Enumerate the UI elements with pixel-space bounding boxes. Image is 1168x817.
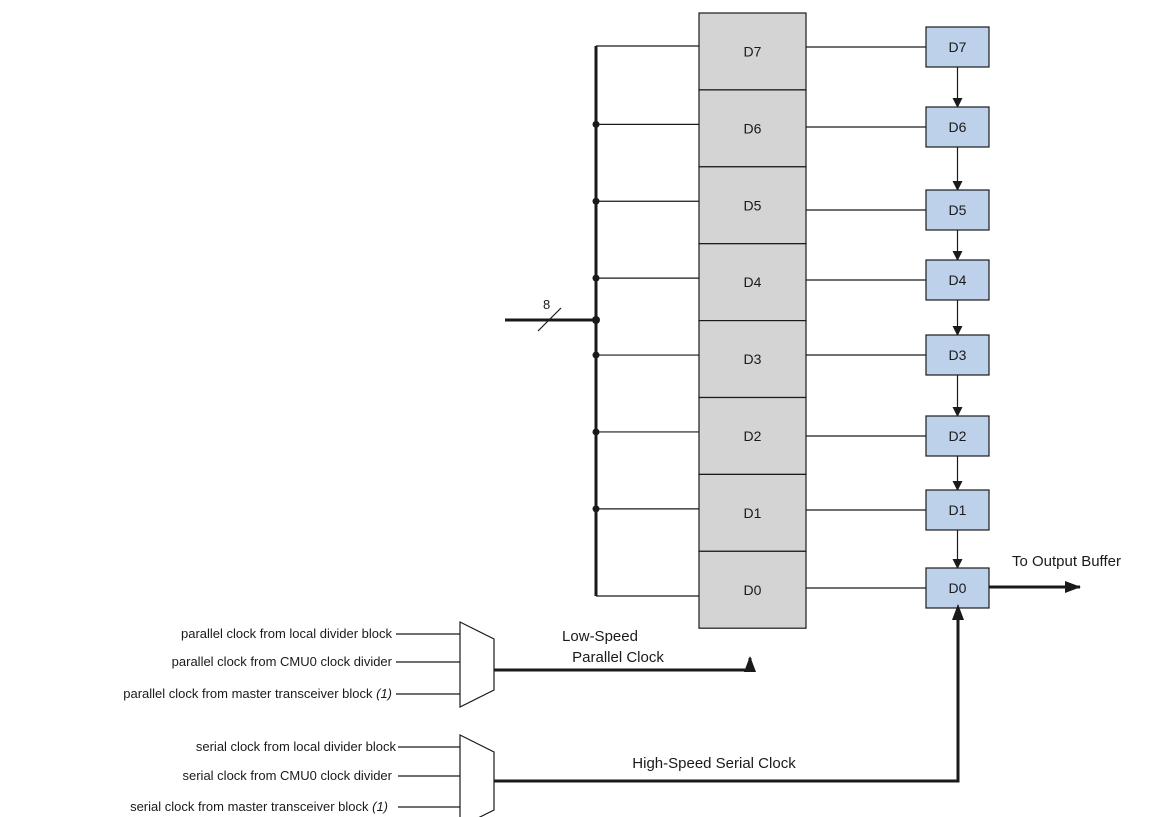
- parallel-register-label-d7: D7: [744, 43, 762, 59]
- parallel-clock-mux: [459, 621, 495, 708]
- parallel-register-label-d1: D1: [744, 505, 762, 521]
- parallel-register-label-d4: D4: [744, 274, 762, 290]
- serial-mux-input-2-label: serial clock from master transceiver blo…: [130, 799, 388, 814]
- parallel-register-cell-d0: [698, 550, 807, 629]
- parallel-mux-input-1-label: parallel clock from CMU0 clock divider: [172, 654, 393, 669]
- serial-register-label-d0: D0: [949, 580, 967, 596]
- serial-clock-mux: [459, 734, 495, 817]
- parallel-register-label-d5: D5: [744, 197, 762, 213]
- parallel-mux-input-0-label: parallel clock from local divider block: [181, 626, 392, 641]
- bus-width-label: 8: [543, 297, 550, 312]
- parallel-mux-input-2-label: parallel clock from master transceiver b…: [123, 686, 392, 701]
- parallel-register-cell-d5: [698, 166, 807, 245]
- bus-junction-dot-d3: [592, 351, 600, 359]
- parallel-register-label-d0: D0: [744, 582, 762, 598]
- serial-register-cell-d5: [925, 189, 990, 231]
- serial-register-cell-d2: [925, 415, 990, 457]
- serial-register-cell-d7: [925, 26, 990, 68]
- serial-register-cell-d1: [925, 489, 990, 531]
- bus-junction-dot-d6: [592, 120, 600, 128]
- serial-register-label-d5: D5: [949, 202, 967, 218]
- serial-register-cell-d0: [925, 567, 990, 609]
- serial-clock-label: High-Speed Serial Clock: [632, 755, 796, 772]
- bus-width-slash: [537, 307, 562, 332]
- parallel-register-cell-d7: [698, 12, 807, 91]
- parallel-register-label-d2: D2: [744, 428, 762, 444]
- bus-junction-dot-d5: [592, 197, 600, 205]
- parallel-register-label-d6: D6: [744, 120, 762, 136]
- serial-register-label-d4: D4: [949, 272, 967, 288]
- parallel-clock-label-2: Parallel Clock: [572, 649, 664, 666]
- serial-register-cell-d6: [925, 106, 990, 148]
- parallel-register-cell-d1: [698, 473, 807, 552]
- serial-register-label-d1: D1: [949, 502, 967, 518]
- output-label: To Output Buffer: [1012, 553, 1121, 570]
- bus-junction-dot: [592, 316, 600, 324]
- serial-register-label-d2: D2: [949, 428, 967, 444]
- bus-junction-dot-d4: [592, 274, 600, 282]
- parallel-register-cell-d3: [698, 320, 807, 399]
- bus-junction-dot-d2: [592, 428, 600, 436]
- serial-register-cell-d4: [925, 259, 990, 301]
- serial-register-label-d3: D3: [949, 347, 967, 363]
- serial-register-label-d7: D7: [949, 39, 967, 55]
- parallel-register-label-d3: D3: [744, 351, 762, 367]
- bus-junction-dot-d1: [592, 505, 600, 513]
- serial-mux-input-0-label: serial clock from local divider block: [196, 739, 397, 754]
- serial-mux-input-1-label: serial clock from CMU0 clock divider: [183, 768, 393, 783]
- serial-clock-path: [494, 616, 960, 783]
- serial-register-label-d6: D6: [949, 119, 967, 135]
- parallel-clock-label-1: Low-Speed: [562, 628, 638, 645]
